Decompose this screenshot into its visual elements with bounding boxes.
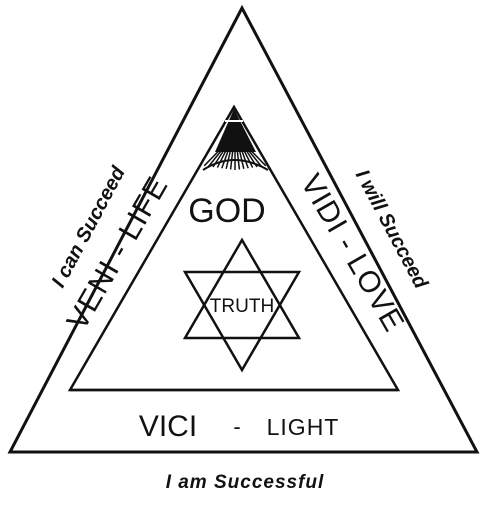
eye-ray [216,149,227,168]
outer-triangle [7,4,480,454]
eye-ray [247,149,262,167]
inner-bottom-value: LIGHT [267,414,340,440]
eye-ray [240,149,249,169]
apex-label: GOD [188,192,265,230]
outer-bottom-label: I am Successful [166,472,325,493]
eye-ray [221,149,230,169]
star-label: TRUTH [210,296,274,317]
eye-ray [243,149,254,168]
eye-ray [238,149,245,169]
star-of-david-icon [182,237,302,373]
inner-bottom-word: VICI [139,410,197,443]
eye-ray [249,149,267,167]
eye-ray [203,149,221,167]
inner-bottom-dash: - [233,414,240,439]
eye-apex-icon [202,109,269,171]
eye-ray [208,149,223,167]
